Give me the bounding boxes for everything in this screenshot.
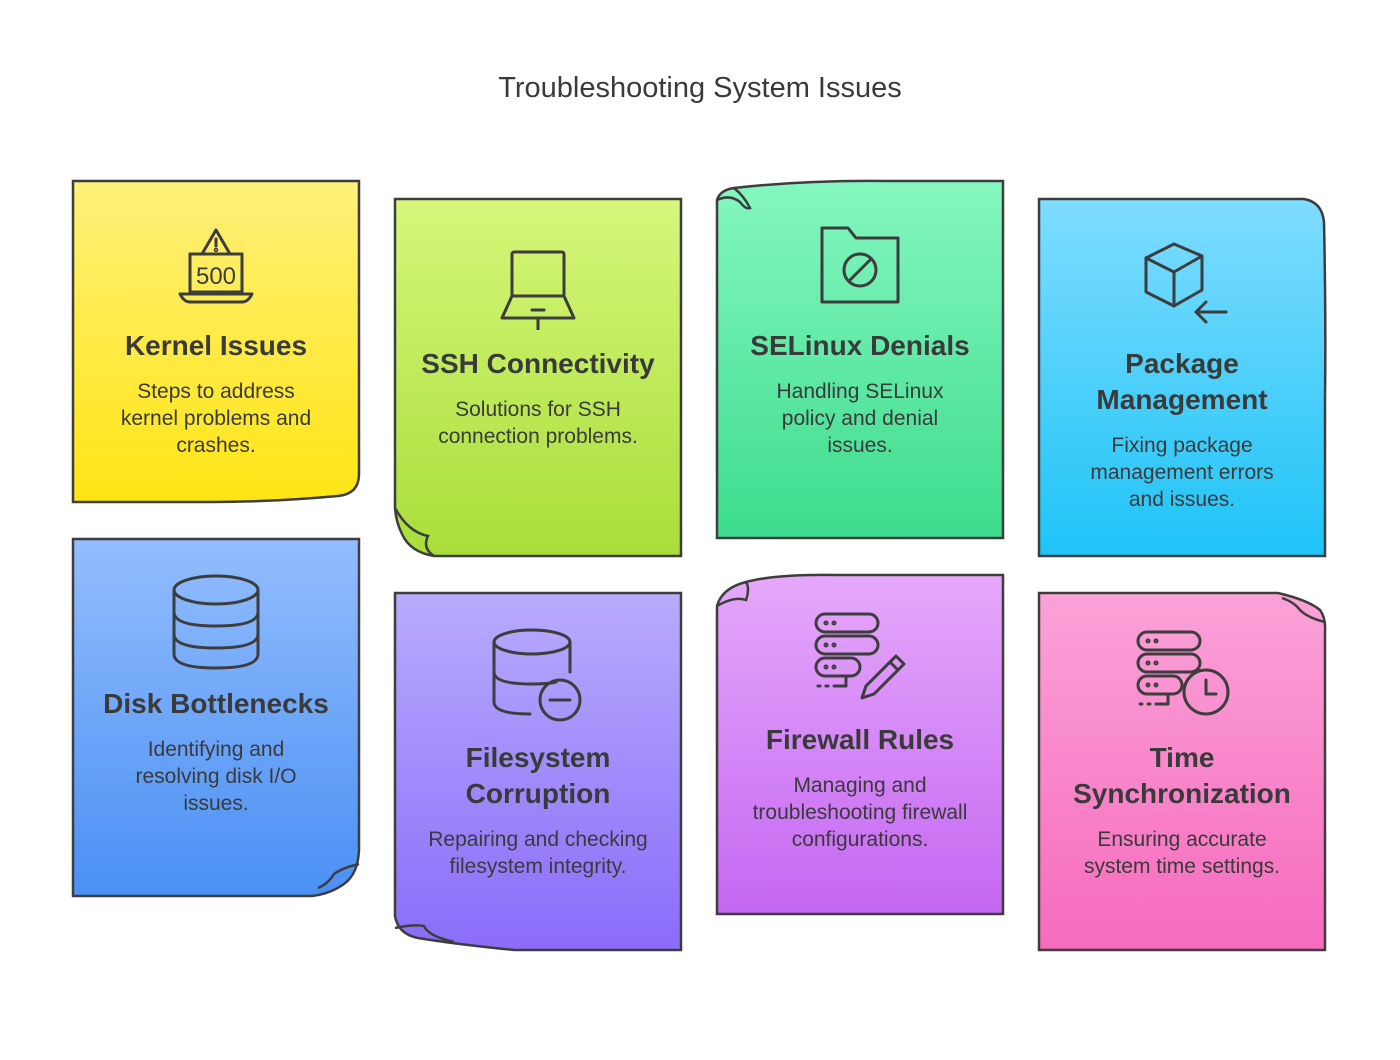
card-description: Ensuring accurate system time settings. — [1083, 828, 1281, 878]
card-selinux-denials: SELinux Denials Handling SELinux policy … — [715, 179, 1005, 540]
card-disk-bottlenecks: Disk Bottlenecks Identifying and resolvi… — [71, 537, 361, 898]
diagram-title: Troubleshooting System Issues — [498, 72, 902, 104]
card-description: Managing and troubleshooting firewall co… — [752, 774, 968, 851]
package-arrow-icon — [1144, 242, 1228, 324]
card-kernel-issues: 500 Kernel Issues Steps to address kerne… — [71, 179, 361, 504]
card-heading: Package Management — [1096, 348, 1268, 415]
card-heading: Firewall Rules — [765, 724, 955, 755]
card-ssh-connectivity: SSH Connectivity Solutions for SSH conne… — [393, 197, 683, 558]
folder-blocked-icon — [820, 226, 900, 304]
database-minus-icon — [492, 628, 582, 722]
card-background — [71, 179, 361, 504]
server-clock-icon — [1136, 630, 1230, 716]
svg-text:500: 500 — [196, 263, 236, 290]
card-filesystem-corruption: Filesystem Corruption Repairing and chec… — [393, 591, 683, 952]
card-background — [1037, 197, 1327, 558]
card-background — [393, 591, 683, 952]
server-edit-icon — [814, 612, 906, 700]
card-background — [715, 573, 1005, 916]
laptop-warning-500-icon: 500 — [178, 228, 254, 304]
card-description: Solutions for SSH connection problems. — [438, 398, 638, 448]
card-heading: Kernel Issues — [124, 330, 308, 361]
card-description: Steps to address kernel problems and cra… — [120, 380, 312, 457]
card-background — [393, 197, 683, 558]
laptop-icon — [500, 250, 576, 330]
database-icon — [172, 574, 260, 670]
card-heading: SELinux Denials — [750, 330, 970, 361]
card-description: Fixing package management errors and iss… — [1090, 434, 1274, 511]
card-time-synchronization: Time Synchronization Ensuring accurate s… — [1037, 591, 1327, 952]
card-description: Identifying and resolving disk I/O issue… — [135, 738, 297, 815]
card-description: Repairing and checking filesystem integr… — [428, 828, 648, 878]
card-heading: Disk Bottlenecks — [103, 688, 329, 719]
card-heading: Time Synchronization — [1073, 742, 1291, 809]
card-background — [715, 179, 1005, 540]
card-description: Handling SELinux policy and denial issue… — [776, 380, 944, 457]
card-firewall-rules: Firewall Rules Managing and troubleshoot… — [715, 573, 1005, 916]
card-heading: Filesystem Corruption — [465, 742, 611, 809]
card-background — [1037, 591, 1327, 952]
card-package-management: Package Management Fixing package manage… — [1037, 197, 1327, 558]
card-background — [71, 537, 361, 898]
card-heading: SSH Connectivity — [421, 348, 655, 379]
